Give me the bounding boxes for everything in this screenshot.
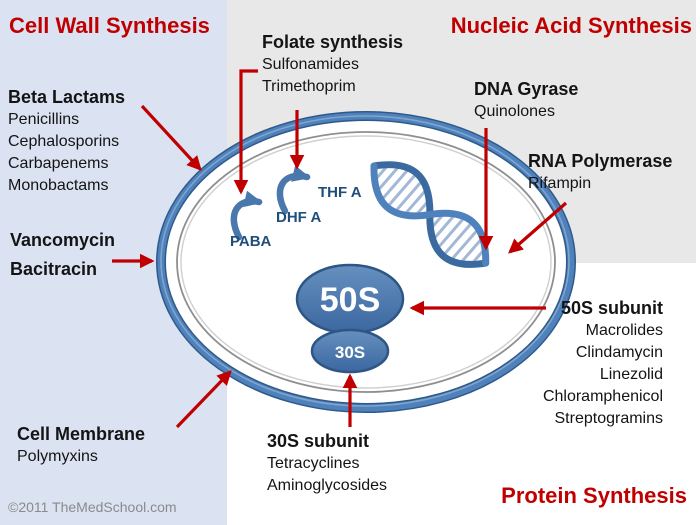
cell-membrane-group: Cell Membrane Polymyxins [17,423,145,468]
drug-trimethoprim: Trimethoprim [262,78,356,95]
copyright-text: ©2011 TheMedSchool.com [8,499,177,515]
bacterial-cell [156,111,576,413]
drug-linezolid: Linezolid [599,366,663,383]
50s-subunit-title: 50S subunit [560,298,663,318]
30s-subunit-group: 30S subunit Tetracyclines Aminoglycoside… [267,430,387,497]
beta-lactams-arrow [140,104,202,171]
drug-bacitracin: Bacitracin [10,259,98,279]
drug-penicillins: Penicillins [8,111,80,128]
drug-cephalosporins: Cephalosporins [8,133,120,150]
cell-membrane-arrow [175,370,232,429]
drug-sulfonamides: Sulfonamides [262,56,359,73]
drug-aminoglycosides: Aminoglycosides [267,477,388,494]
thfa-label: THF A [318,184,362,201]
annotation-arrows [112,69,568,429]
dhfa-to-thfa-arrow [276,165,311,215]
drug-quinolones: Quinolones [474,103,555,120]
ribosome-30s-blob [310,328,390,374]
drug-tetracyclines: Tetracyclines [267,455,360,472]
cell-membrane-title: Cell Membrane [17,424,146,444]
cell-wall-drugs-group: Vancomycin Bacitracin [10,226,115,284]
30s-subunit-title: 30S subunit [267,431,370,451]
drug-carbapenems: Carbapenems [8,155,109,172]
folate-pathway-arrows [230,165,311,241]
drug-macrolides: Macrolides [585,322,663,339]
paba-label: PABA [230,233,272,250]
dna-gyrase-title: DNA Gyrase [474,79,579,99]
cell-membrane-inner-ring [180,135,552,389]
sulfonamides-arrow [233,69,258,195]
drug-polymyxins: Polymyxins [17,448,98,465]
drug-rifampin: Rifampin [528,175,592,192]
ribosome-30s-label: 30S [335,343,365,362]
drug-vancomycin: Vancomycin [10,230,116,250]
folate-synthesis-group: Folate synthesis Sulfonamides Trimethopr… [262,31,403,98]
drug-chloramphenicol: Chloramphenicol [542,388,663,405]
rna-polymerase-title: RNA Polymerase [528,151,673,171]
beta-lactams-group: Beta Lactams Penicillins Cephalosporins … [8,86,125,197]
rifampin-arrow [508,201,568,254]
50s-subunit-group: 50S subunit Macrolides Clindamycin Linez… [543,297,663,430]
cell-interior [161,116,571,408]
rna-polymerase-group: RNA Polymerase Rifampin [528,150,672,195]
paba-to-dhfa-arrow [230,190,263,241]
cell-wall-ring-highlight [160,115,570,407]
drug-streptogramins: Streptogramins [554,410,664,427]
drug-monobactams: Monobactams [8,177,109,194]
cell-membrane-ring [176,131,556,393]
beta-lactams-title: Beta Lactams [8,87,126,107]
drug-clindamycin: Clindamycin [575,344,663,361]
cell-wall-synthesis-title: Cell Wall Synthesis [9,13,210,38]
ribosome-50s-label: 50S [320,281,381,319]
dna-gyrase-group: DNA Gyrase Quinolones [474,78,578,123]
dna-helix-icon [370,161,490,268]
protein-synthesis-title: Protein Synthesis [501,483,687,508]
folate-synthesis-title: Folate synthesis [262,32,404,52]
nucleic-acid-synthesis-title: Nucleic Acid Synthesis [450,13,692,38]
dhfa-label: DHF A [276,209,322,226]
ribosome: 50S 30S [295,263,405,374]
